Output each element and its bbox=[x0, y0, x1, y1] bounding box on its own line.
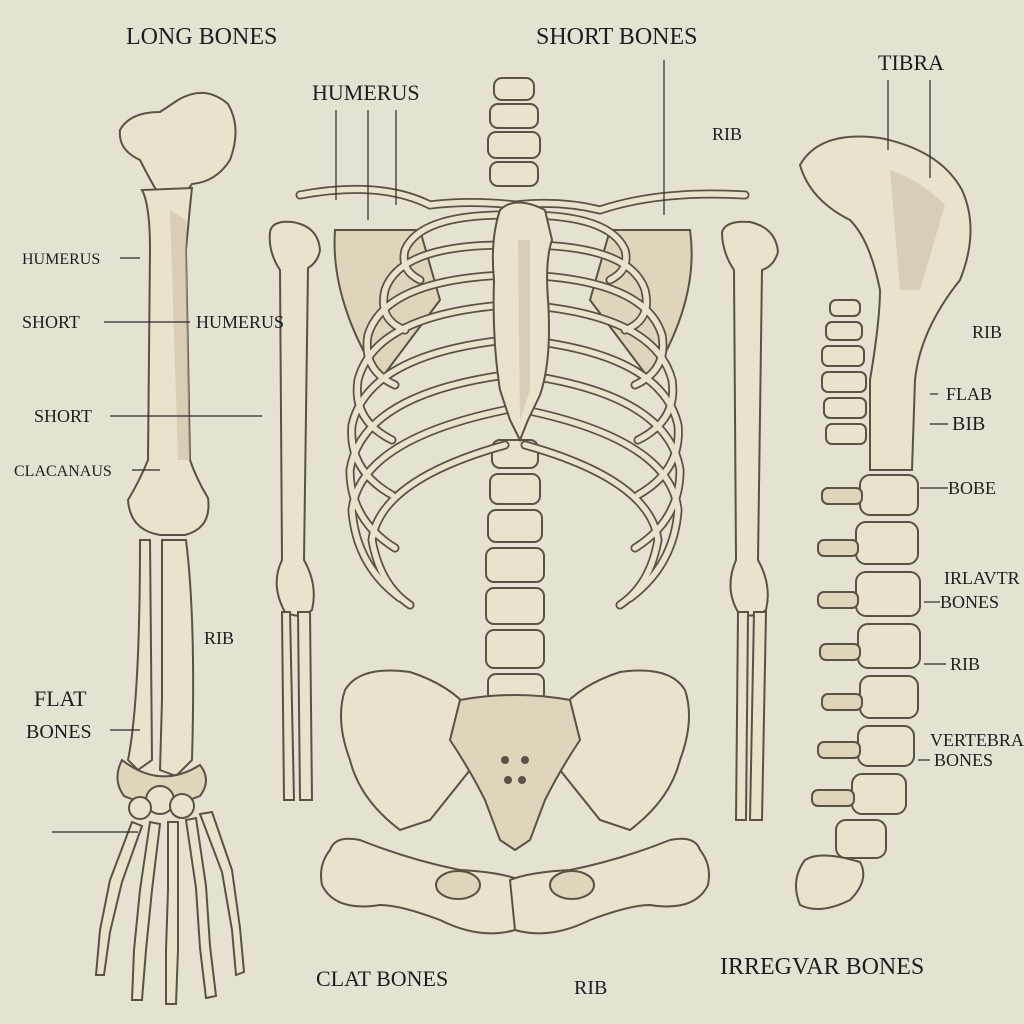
heading-long-bones: LONG BONES bbox=[126, 24, 277, 50]
label-left-clacanaus: CLACANAUS bbox=[14, 463, 112, 480]
heading-tibra: TIBRA bbox=[878, 50, 944, 75]
label-right-irlavtr: IRLAVTR bbox=[944, 568, 1020, 588]
label-left-humerus-2: HUMERUS bbox=[196, 312, 284, 332]
label-left-flat: FLAT bbox=[34, 686, 87, 711]
label-left-bones: BONES bbox=[26, 721, 92, 743]
label-left-rib: RIB bbox=[204, 628, 234, 648]
label-right-bib: BIB bbox=[952, 413, 985, 435]
label-center-rib-bottom: RIB bbox=[574, 977, 607, 999]
label-right-bones-1: BONES bbox=[940, 592, 999, 612]
heading-irregvar-bones: IRREGVAR BONES bbox=[720, 954, 924, 980]
pelvis-illustration bbox=[320, 669, 710, 935]
label-left-short-2: SHORT bbox=[34, 406, 92, 426]
labels: LONG BONES SHORT BONES TIBRA HUMERUS RIB… bbox=[14, 24, 1024, 999]
spine-illustration bbox=[795, 135, 972, 910]
heading-short-bones: SHORT BONES bbox=[536, 24, 697, 50]
label-left-humerus-1: HUMERUS bbox=[22, 251, 100, 268]
label-right-flat: FLAB bbox=[946, 384, 992, 404]
label-right-bobe: BOBE bbox=[948, 478, 996, 498]
label-humerus-top: HUMERUS bbox=[312, 80, 420, 105]
label-right-bones-2: BONES bbox=[934, 750, 993, 770]
leader-lines bbox=[52, 60, 948, 833]
rib-cage-illustration bbox=[268, 77, 780, 821]
heading-clat-bones: CLAT BONES bbox=[316, 966, 448, 991]
label-right-rib-1: RIB bbox=[972, 322, 1002, 342]
arm-bone-illustration bbox=[94, 92, 246, 1005]
label-left-short-1: SHORT bbox=[22, 312, 80, 332]
label-right-rib-2: RIB bbox=[950, 654, 980, 674]
label-rib-top: RIB bbox=[712, 124, 742, 144]
label-right-vertebra: VERTEBRA bbox=[930, 730, 1024, 750]
